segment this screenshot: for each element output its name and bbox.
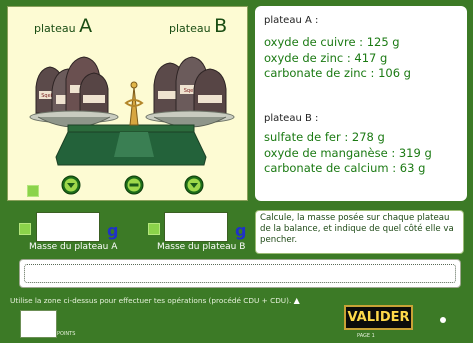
down-arrow-icon: [190, 183, 198, 188]
balance-illustration: Sqeizo Sqeizo: [29, 56, 235, 166]
masse-plateau-a-input[interactable]: [36, 212, 100, 242]
points-label: POINTS: [57, 331, 76, 337]
plateau-a-header: plateau A :: [264, 15, 319, 26]
page-label: PAGE 1: [357, 333, 375, 339]
bags-plateau-a: Sqeizo: [35, 56, 109, 118]
masse-plateau-b-input[interactable]: [164, 212, 228, 242]
plateau-a-letter: A: [79, 15, 93, 37]
plateau-b-prefix: plateau: [169, 22, 215, 35]
balance-level-button[interactable]: [124, 175, 144, 195]
plateau-b-header: plateau B :: [264, 113, 319, 124]
points-box: [20, 310, 57, 338]
list-item: carbonate de calcium : 63 g: [264, 161, 426, 175]
balance-scene: plateau A plateau B Sqeizo Sqeizo: [7, 6, 248, 201]
plateau-a-status-square: [19, 223, 31, 235]
svg-text:Sqeizo: Sqeizo: [184, 88, 201, 94]
work-area: [19, 259, 461, 288]
work-area-input[interactable]: [24, 264, 456, 283]
masse-b-unit: g: [235, 221, 247, 240]
instruction-box: Calcule, la masse posée sur chaque plate…: [255, 210, 464, 254]
down-arrow-icon: [67, 183, 75, 188]
plateau-a-list: oxyde de cuivre : 125 g oxyde de zinc : …: [264, 35, 411, 82]
scene-status-square: [27, 185, 39, 197]
list-item: sulfate de fer : 278 g: [264, 130, 385, 144]
info-panel: plateau A : oxyde de cuivre : 125 g oxyd…: [255, 6, 467, 201]
plateau-b-title: plateau B: [169, 15, 227, 37]
svg-text:Sqeizo: Sqeizo: [41, 93, 58, 99]
plateau-b-letter: B: [214, 15, 228, 37]
masse-a-unit: g: [107, 221, 119, 240]
plateau-a-title: plateau A: [34, 15, 92, 37]
bags-plateau-b: Sqeizo: [153, 56, 227, 118]
minus-icon: [129, 183, 139, 187]
work-note-text: Utilise la zone ci-dessus pour effectuer…: [10, 296, 292, 305]
list-item: oxyde de manganèse : 319 g: [264, 145, 432, 160]
plateau-b-down-button[interactable]: [184, 175, 204, 195]
list-item: oxyde de cuivre : 125 g: [264, 35, 400, 49]
list-item: oxyde de zinc : 417 g: [264, 50, 388, 65]
indicator-dot: [440, 317, 446, 323]
list-item: carbonate de zinc : 106 g: [264, 66, 411, 80]
plateau-a-down-button[interactable]: [61, 175, 81, 195]
plateau-b-status-square: [148, 223, 160, 235]
up-triangle-icon: ▲: [293, 296, 300, 305]
work-note: Utilise la zone ci-dessus pour effectuer…: [10, 296, 300, 305]
plateau-b-list: sulfate de fer : 278 g oxyde de manganès…: [264, 130, 432, 177]
valider-button[interactable]: VALIDER: [344, 305, 413, 330]
masse-a-label: Masse du plateau A: [29, 242, 118, 252]
plateau-a-prefix: plateau: [34, 22, 80, 35]
masse-b-label: Masse du plateau B: [157, 242, 246, 252]
